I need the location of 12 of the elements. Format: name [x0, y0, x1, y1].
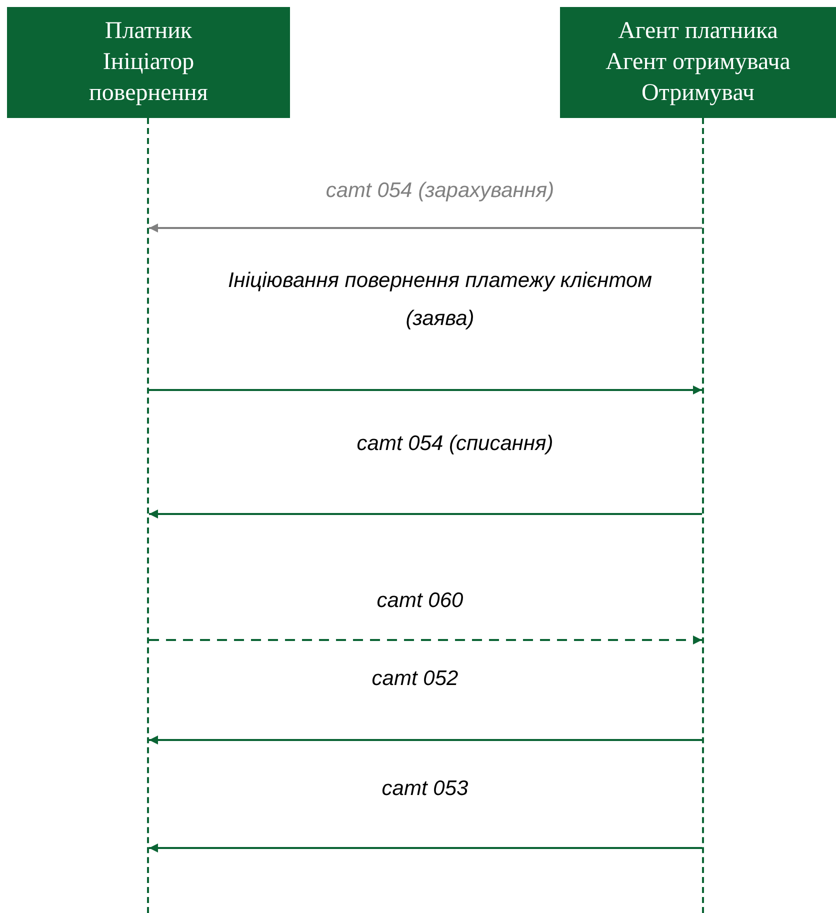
participant-name: Агент платника Агент отримувача Отримувач: [604, 17, 792, 108]
participant-header: [7, 7, 290, 118]
message-arrow: [149, 224, 702, 232]
lifeline: [702, 118, 704, 913]
message-arrow: [149, 510, 702, 518]
message-arrow: [149, 386, 702, 394]
lifeline: [147, 118, 149, 913]
message-arrow: [149, 844, 702, 852]
participant-header: [560, 7, 836, 118]
message-arrow: [149, 636, 702, 644]
participant-name: Платник Ініціатор повернення: [88, 17, 209, 108]
message-arrow: [149, 736, 702, 744]
